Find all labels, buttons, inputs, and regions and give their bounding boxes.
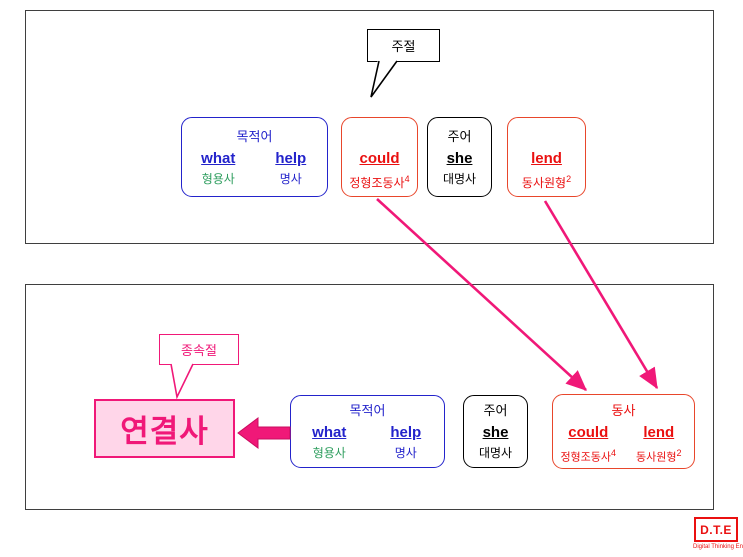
word-columns: what 형용사 help 명사 <box>291 421 444 462</box>
word-she: she <box>482 424 509 441</box>
pos-base-verb: 동사원형2 <box>636 444 682 464</box>
word-what: what <box>312 424 347 441</box>
pos-adjective: 형용사 <box>201 171 235 186</box>
word-help: help <box>275 149 307 167</box>
subordinate-clause-callout: 종속절 <box>159 334 239 365</box>
word-what: what <box>201 149 236 167</box>
word-could: could <box>568 424 609 441</box>
object-box-bottom: 목적어 what 형용사 help 명사 <box>290 395 445 468</box>
pos-modal-aux-sup: 4 <box>404 173 410 184</box>
pos-noun: 명사 <box>394 446 417 460</box>
subject-box-title: 주어 <box>483 403 508 418</box>
pos-noun: 명사 <box>279 171 302 186</box>
subject-box-title: 주어 <box>447 128 472 144</box>
base-verb-box-top: lend 동사원형2 <box>507 117 586 197</box>
pos-adjective: 형용사 <box>312 446 346 460</box>
connector-label: 연결사 <box>120 414 209 449</box>
aux-verb-box-top: could 정형조동사4 <box>341 117 418 197</box>
word-lend: lend <box>643 424 675 441</box>
word-column: what 형용사 <box>291 421 368 462</box>
verb-box-title: 동사 <box>611 403 636 418</box>
word-columns: what 형용사 help 명사 <box>182 147 327 188</box>
word-columns: could 정형조동사4 lend 동사원형2 <box>553 421 695 464</box>
pos-modal-aux-text: 정형조동사 <box>560 451 612 464</box>
subject-box-top: 주어 she 대명사 <box>427 117 492 197</box>
verb-box-bottom: 동사 could 정형조동사4 lend 동사원형2 <box>552 394 695 469</box>
word-help: help <box>390 424 422 441</box>
pos-base-verb-text: 동사원형 <box>636 451 677 464</box>
dte-logo-subtext: Digital Thinking English <box>693 544 743 550</box>
pos-pronoun: 대명사 <box>478 446 513 460</box>
word-column: could 정형조동사4 <box>553 421 624 464</box>
spacer <box>545 127 549 147</box>
pos-base-verb-sup: 2 <box>566 173 572 184</box>
object-box-top: 목적어 what 형용사 help 명사 <box>181 117 328 197</box>
object-box-title: 목적어 <box>236 128 273 144</box>
pos-base-verb-text: 동사원형 <box>521 175 567 190</box>
dte-logo-text: D.T.E <box>700 522 732 537</box>
word-column: help 명사 <box>255 147 328 188</box>
pos-base-verb: 동사원형2 <box>521 170 572 190</box>
main-clause-callout: 주절 <box>367 29 440 62</box>
dte-logo: D.T.E <box>694 517 738 542</box>
word-she: she <box>446 149 473 167</box>
pos-modal-aux-text: 정형조동사 <box>349 175 405 190</box>
pos-pronoun: 대명사 <box>442 171 477 186</box>
spacer <box>378 127 382 147</box>
connector-box: 연결사 <box>94 399 235 458</box>
word-could: could <box>359 149 400 167</box>
word-column: lend 동사원형2 <box>624 421 695 464</box>
subject-box-bottom: 주어 she 대명사 <box>463 395 528 468</box>
pos-modal-aux-sup: 4 <box>611 448 617 458</box>
pos-modal-aux: 정형조동사4 <box>560 444 617 464</box>
word-column: help 명사 <box>368 421 445 462</box>
main-clause-callout-label: 주절 <box>391 39 416 54</box>
subordinate-clause-callout-label: 종속절 <box>181 343 217 358</box>
object-box-title: 목적어 <box>349 403 386 418</box>
pos-modal-aux: 정형조동사4 <box>349 170 410 190</box>
word-lend: lend <box>531 149 562 167</box>
word-column: what 형용사 <box>182 147 255 188</box>
pos-base-verb-sup: 2 <box>676 448 682 458</box>
